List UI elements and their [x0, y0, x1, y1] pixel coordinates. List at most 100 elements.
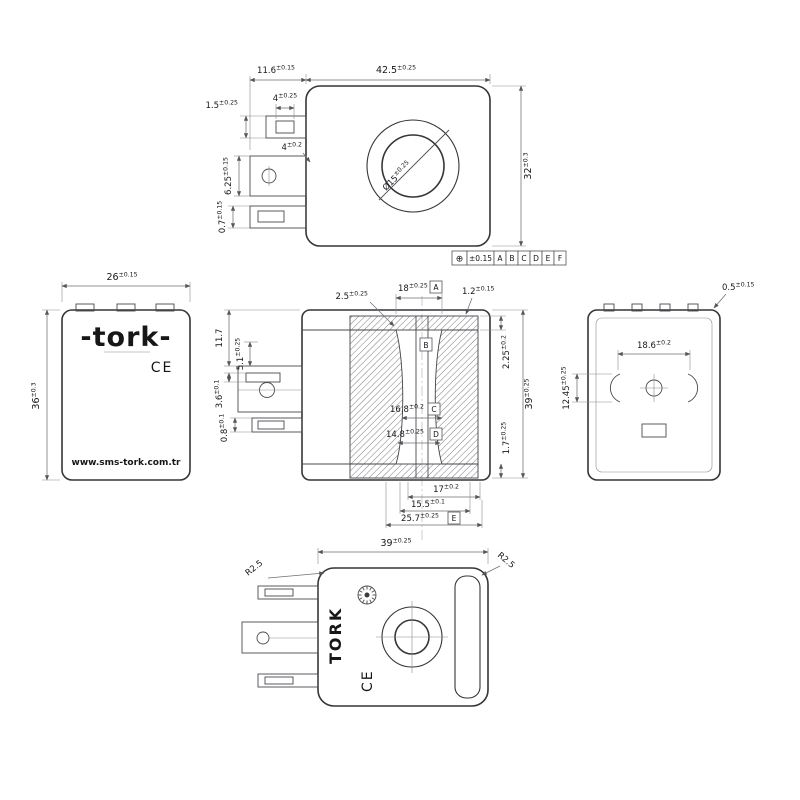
- datum-letter: A: [433, 283, 439, 292]
- datum-box: [427, 402, 441, 416]
- section-view: B 18±0.25 A 2.5±0.25 1.2±0.15 11.7 5.1±0…: [214, 280, 536, 540]
- datum-flag-c: C: [427, 402, 441, 416]
- dim-pin-lower: 0.8±0.1: [219, 414, 231, 443]
- datum-letter: C: [521, 254, 526, 263]
- dim-step: 4±0.2: [282, 142, 303, 154]
- dim-flange-top: 2.25±0.2: [501, 335, 513, 369]
- connector-block-outline: [241, 621, 319, 654]
- top-rib: [687, 303, 699, 312]
- datum-flag-d: D: [429, 427, 443, 441]
- bottom-view: TORK CE 39±0.25 R2.5 R2.5: [241, 538, 516, 707]
- dim-width-17: 17±0.2: [433, 484, 459, 496]
- knurled-screw-icon: [357, 585, 377, 605]
- dim-connector-height: 6.25±0.15: [223, 157, 235, 195]
- datum-letter: B: [509, 254, 514, 263]
- datum-letter: E: [452, 514, 457, 523]
- connector-tab-outline: [265, 115, 307, 139]
- datum-letter: C: [431, 405, 436, 414]
- right-winding-hatched: [434, 329, 479, 465]
- datum-letter: B: [423, 341, 428, 350]
- dim-body-height: 32±0.3: [523, 152, 535, 179]
- ground-pin-circle: [256, 631, 270, 645]
- dim-radius-left: R2.5: [244, 559, 265, 579]
- label-recess: [641, 423, 667, 438]
- bore-circle: [381, 134, 445, 198]
- dim-slot-height: 12.45±0.25: [561, 366, 573, 409]
- dim-width-15-5: 15.5±0.1: [411, 499, 445, 511]
- datum-box: [429, 280, 443, 294]
- dim-front-width: 26±0.15: [106, 272, 137, 284]
- dim-connector-width: 11.6±0.15: [257, 65, 295, 77]
- lower-pin-outline: [249, 205, 307, 229]
- connector-tab-pin: [275, 120, 295, 134]
- dim-pin-upper: 3.6±0.1: [214, 380, 226, 409]
- terminal-pin-inner: [264, 676, 294, 685]
- top-rib: [603, 303, 615, 312]
- datum-box: [447, 511, 461, 525]
- datum-letter: D: [433, 430, 439, 439]
- datum-box: [419, 337, 433, 352]
- bore-diagonal-line: [378, 129, 450, 201]
- terminal-pin-outline: [257, 585, 319, 600]
- dim-bore-diameter: Ø15±0.25: [380, 159, 414, 193]
- datum-letter: F: [558, 254, 562, 263]
- leader-line: [369, 301, 395, 327]
- front-view: -tork- CE www.sms-tork.com.tr 26±0.15 36…: [31, 272, 191, 481]
- dim-core-diameter: 18±0.25: [398, 283, 428, 295]
- tork-logo: -tork-: [80, 322, 171, 353]
- lower-pin-inner: [257, 420, 285, 430]
- bottom-flange-hatched: [349, 463, 479, 479]
- boss-circle: [366, 119, 460, 213]
- screw-teeth: [358, 586, 376, 604]
- dim-bore-inner: 14.8±0.25: [386, 429, 424, 441]
- top-rib: [75, 303, 95, 312]
- top-rib: [155, 303, 175, 312]
- datum-flag-e: E: [447, 511, 461, 525]
- top-rib: [116, 303, 136, 312]
- lower-pin-outline: [251, 417, 303, 433]
- dim-edge: 0.5±0.15: [722, 282, 755, 294]
- datum-letter: A: [497, 254, 503, 263]
- clip-slot-right: [687, 373, 699, 403]
- ce-mark: CE: [151, 360, 174, 376]
- dim-bore-outer: 16.8±0.2: [390, 404, 424, 416]
- back-view: 18.6±0.2 12.45±0.25 0.5±0.15: [561, 282, 755, 481]
- top-rib: [659, 303, 671, 312]
- lower-pin-inner: [257, 210, 285, 223]
- leader-line: [302, 152, 311, 163]
- position-tolerance-icon: ⊕: [456, 255, 464, 265]
- leader-line: [481, 565, 501, 576]
- dim-section-height: 39±0.25: [524, 378, 536, 409]
- datum-box: [553, 250, 567, 266]
- tolerance-value: ±0.15: [469, 254, 492, 263]
- ce-mark: CE: [360, 669, 376, 692]
- coil-back-outline: [587, 309, 721, 481]
- dim-bottom-width: 39±0.25: [380, 538, 411, 550]
- dim-body-width: 42.5±0.25: [376, 65, 416, 77]
- position-tolerance-note: ⊕ ±0.15 A B C D E F: [451, 250, 567, 266]
- side-channel: [454, 575, 481, 699]
- dim-front-height: 36±0.3: [31, 382, 43, 409]
- dim-connector-offset: 11.7: [215, 329, 225, 348]
- left-winding-hatched: [349, 329, 404, 465]
- top-view: Ø15±0.25 11.6±0.15 42.5±0.25 32±0.3 1.5±…: [206, 65, 535, 247]
- datum-letter: E: [546, 254, 551, 263]
- clip-slot-left: [609, 373, 621, 403]
- datum-letter: D: [533, 254, 539, 263]
- datum-flag-b: B: [419, 337, 433, 352]
- coil-front-outline: [61, 309, 191, 481]
- dim-pin-thickness: 0.7±0.15: [217, 201, 229, 234]
- leader-line: [713, 293, 727, 309]
- datum-box: [429, 427, 443, 441]
- terminal-pin-outline: [257, 673, 319, 688]
- dim-width-25-7: 25.7±0.25: [401, 513, 439, 525]
- dim-tab-width: 4±0.25: [273, 93, 297, 105]
- dim-tab: 5.1±0.25: [235, 338, 247, 371]
- website-text: www.sms-tork.com.tr: [72, 458, 182, 468]
- dim-radius-right: R2.5: [495, 551, 516, 571]
- inner-face-outline: [595, 317, 713, 473]
- dim-flange-bottom: 1.7±0.25: [501, 422, 513, 455]
- top-flange-hatched: [349, 315, 479, 331]
